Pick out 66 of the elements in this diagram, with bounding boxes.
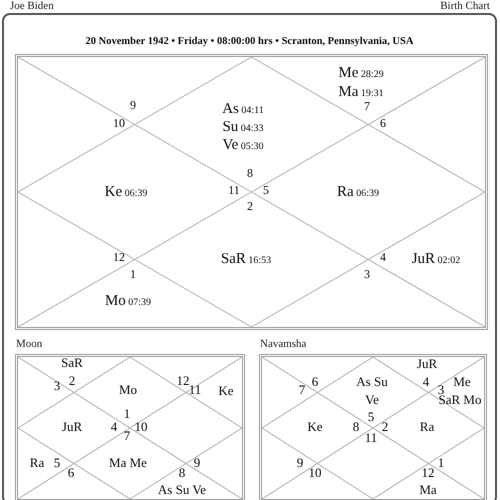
chart-text: Ve (365, 393, 379, 407)
planet-degree-text: Me 28:29 (338, 65, 384, 83)
chart-text: 1 (124, 407, 130, 421)
chart-text: 7 (298, 383, 306, 397)
chart-text: Ma (419, 483, 437, 497)
chart-text: 12 (176, 374, 190, 388)
chart-text: 1 (438, 456, 444, 470)
chart-text: Ra (420, 420, 434, 434)
planet-degree-text: Mo 07:39 (104, 293, 152, 311)
chart-card (2, 13, 497, 500)
chart-text: Ke (218, 384, 234, 398)
chart-text: Ra (30, 456, 44, 470)
chart-text: 8 (178, 466, 186, 480)
chart-text: Ke (307, 420, 323, 434)
planet-degree-text: JuR 02:02 (412, 251, 460, 269)
chart-text: 2 (68, 374, 76, 388)
chart-text: 10 (134, 420, 148, 434)
chart-text: 7 (124, 429, 130, 443)
chart-text: Me (453, 375, 471, 389)
planet-degree-text: Su 04:33 (222, 119, 264, 137)
house-number: 8 (247, 166, 253, 180)
chart-text: 9 (194, 456, 200, 470)
chart-text: 3 (54, 379, 60, 393)
chart-text: 4 (422, 375, 430, 389)
house-number: 1 (130, 267, 136, 281)
header-text: Joe Biden (10, 0, 54, 13)
chart-text: 2 (382, 420, 388, 434)
house-number: 4 (380, 250, 386, 264)
chart-text: 5 (368, 410, 374, 424)
chart-text: 11 (188, 383, 202, 397)
house-number: 10 (113, 116, 125, 130)
chart-heading: Moon (16, 338, 42, 351)
chart-text: JuR (416, 357, 438, 371)
planet-degree-text: Ke 06:39 (104, 184, 148, 202)
birth-details-text: 20 November 1942 • Friday • 08:00:00 hrs • Scranton, Pennsylvania, USA (84, 35, 414, 48)
house-number: 7 (364, 99, 370, 113)
planet-degree-text: As 04:11 (222, 101, 264, 119)
planet-degree-text: Ve 05:30 (222, 137, 264, 155)
chart-text: 5 (54, 456, 60, 470)
house-number: 2 (247, 199, 253, 213)
chart-text: 6 (68, 466, 74, 480)
planet-degree-text: Ra 06:39 (337, 184, 379, 202)
chart-text: 6 (312, 375, 318, 389)
chart-text: SaR (61, 356, 83, 370)
chart-text: 9 (296, 456, 304, 470)
house-number: 3 (364, 267, 370, 281)
chart-text: 10 (308, 466, 322, 480)
planet-degree-text: SaR 16:53 (220, 251, 272, 269)
chart-text: Ma Me (109, 456, 147, 470)
house-number: 6 (380, 116, 386, 130)
header-text: Birth Chart (440, 0, 490, 13)
planet-degree-text: Ma 19:31 (338, 84, 384, 102)
chart-text: 11 (364, 431, 378, 445)
house-number: 11 (228, 183, 240, 197)
house-number: 12 (113, 250, 125, 264)
chart-text: 4 (110, 420, 118, 434)
house-number: 5 (263, 183, 269, 197)
chart-text: 12 (422, 466, 434, 480)
chart-text: 8 (352, 420, 360, 434)
chart-text: As Su Ve (158, 483, 206, 497)
chart-text: As Su (356, 375, 388, 389)
chart-text: Mo (118, 383, 138, 397)
chart-text: JuR (62, 420, 82, 434)
house-number: 9 (130, 98, 136, 112)
chart-heading: Navamsha (260, 338, 306, 351)
chart-text: SaR Mo (438, 393, 482, 407)
